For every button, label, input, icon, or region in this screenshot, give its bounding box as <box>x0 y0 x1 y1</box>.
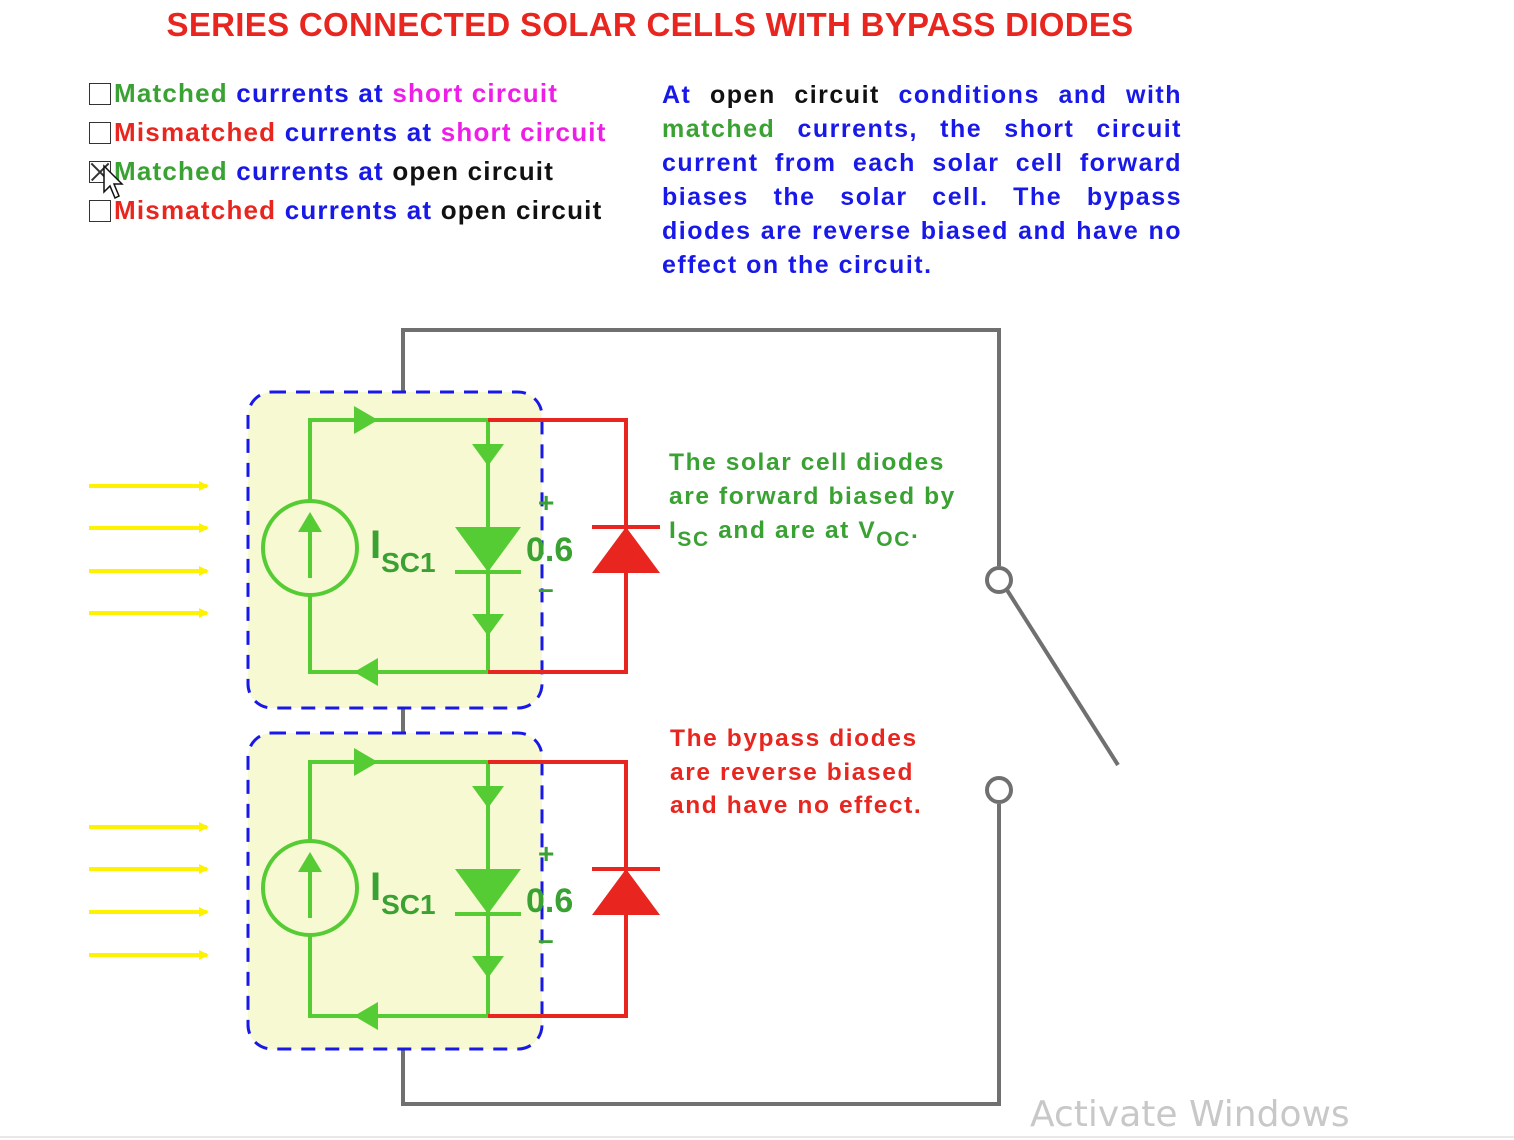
page-title: SERIES CONNECTED SOLAR CELLS WITH BYPASS… <box>166 6 1134 43</box>
current-arrow-top <box>354 748 378 776</box>
option-mismatched-short-circuit[interactable]: Mismatched currents at short circuit <box>89 113 607 152</box>
checkbox[interactable] <box>89 199 111 222</box>
cell-panel <box>246 390 544 710</box>
bypass-diode-icon <box>592 869 660 915</box>
current-arrow-diode-upper <box>472 786 504 808</box>
switch-terminal-top <box>985 566 1013 594</box>
minus-sign: – <box>538 924 554 955</box>
current-arrow-diode-lower <box>472 614 504 636</box>
option-list: Matched currents at short circuit Mismat… <box>89 74 607 230</box>
current-arrow-diode-lower <box>472 956 504 978</box>
current-arrow-bottom <box>354 1002 378 1030</box>
switch-lever <box>1005 588 1120 767</box>
external-circuit <box>401 328 1120 1106</box>
light-arrows <box>89 481 209 618</box>
current-source-arrow <box>298 852 322 872</box>
solar-diode-note: The solar cell diodes are forward biased… <box>669 449 956 551</box>
cell-diode-icon <box>455 869 521 914</box>
plus-sign: + <box>538 838 554 869</box>
switch-terminal-bottom <box>985 776 1013 804</box>
minus-sign: – <box>538 573 554 604</box>
external-wire-top <box>401 328 1001 566</box>
solar-cell-2: ISC1 + 0.6 – <box>89 731 660 1051</box>
option-matched-short-circuit[interactable]: Matched currents at short circuit <box>89 74 607 113</box>
svg-text:ISC and are at VOC.: ISC and are at VOC. <box>669 517 919 551</box>
current-arrow-bottom <box>354 658 378 686</box>
checkbox[interactable] <box>89 121 111 144</box>
option-mismatched-open-circuit[interactable]: Mismatched currents at open circuit <box>89 191 607 230</box>
option-label: Mismatched currents at short circuit <box>114 117 607 147</box>
bypass-diode-icon <box>592 527 660 573</box>
external-wire-bottom <box>401 804 1001 1106</box>
option-label: Matched currents at open circuit <box>114 156 555 186</box>
light-arrows <box>89 822 209 960</box>
option-matched-open-circuit[interactable]: Matched currents at open circuit <box>89 152 607 191</box>
current-source-icon <box>261 499 359 597</box>
current-source-icon <box>261 839 359 937</box>
svg-text:The bypass diodes: The bypass diodes <box>670 725 918 752</box>
mouse-cursor-icon <box>103 164 124 200</box>
current-arrow-top <box>354 406 378 434</box>
divider <box>0 1136 1514 1138</box>
bypass-diode-note: The bypass diodes are reverse biased and… <box>670 725 922 819</box>
svg-text:are forward biased by: are forward biased by <box>669 483 956 510</box>
cell-panel <box>246 731 544 1051</box>
checkbox[interactable] <box>89 82 111 105</box>
current-label: ISC1 <box>370 523 436 578</box>
option-label: Matched currents at short circuit <box>114 78 559 108</box>
plus-sign: + <box>538 487 554 518</box>
svg-text:are reverse biased: are reverse biased <box>670 759 914 786</box>
voltage-label: 0.6 <box>526 531 573 569</box>
option-label: Mismatched currents at open circuit <box>114 195 603 225</box>
current-arrow-diode-upper <box>472 444 504 466</box>
explanation-text: At open circuit conditions and with matc… <box>662 81 1183 279</box>
svg-text:The solar cell diodes: The solar cell diodes <box>669 449 945 476</box>
svg-text:and have no effect.: and have no effect. <box>670 792 922 819</box>
cell-diode-icon <box>455 527 521 572</box>
activate-windows-watermark: Activate Windows <box>1030 1094 1350 1135</box>
solar-cell-1: ISC1 + 0.6 – <box>89 390 660 710</box>
current-label: ISC1 <box>370 865 436 920</box>
current-source-arrow <box>298 512 322 532</box>
voltage-label: 0.6 <box>526 882 573 920</box>
